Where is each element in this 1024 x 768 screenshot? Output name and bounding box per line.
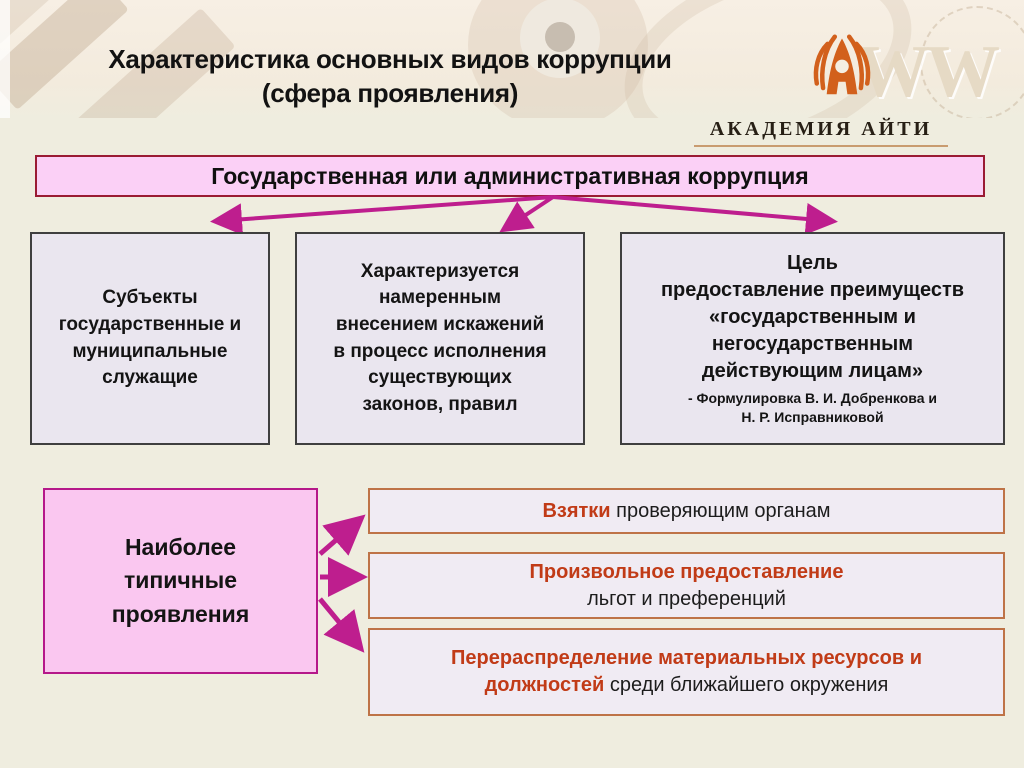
box-goal-attribution: - Формулировка В. И. Добренкова и Н. Р. … bbox=[687, 390, 938, 425]
box-characteristics-text: Характеризуется намеренным внесением иск… bbox=[333, 260, 547, 415]
item-redistribution-text: Перераспределение материальных ресурсов … bbox=[407, 645, 967, 699]
academy-it-logo-icon bbox=[806, 28, 878, 117]
arrow-to-goal bbox=[552, 195, 838, 235]
title-line-2: (сфера проявления) bbox=[261, 78, 519, 109]
banner-government-corruption: Государственная или административная кор… bbox=[35, 155, 985, 197]
item-bribes-highlight: Взятки bbox=[542, 499, 611, 522]
page-title: Характеристика основных видов коррупции … bbox=[30, 42, 750, 111]
box-characteristics: Характеризуется намеренным внесением иск… bbox=[295, 232, 585, 445]
cd-disc-decor bbox=[545, 22, 575, 52]
item-redistribution-highlight: Перераспределение материальных ресурсов … bbox=[451, 647, 922, 696]
brand-underline bbox=[694, 145, 948, 147]
item-arbitrary: Произвольное предоставление льгот и преф… bbox=[368, 552, 1005, 619]
arrow-to-characteristics bbox=[499, 195, 555, 233]
item-bribes-text: Взятки проверяющим органам bbox=[542, 498, 830, 525]
item-redistribution: Перераспределение материальных ресурсов … bbox=[368, 628, 1005, 716]
box-subjects-text: Субъекты государственные и муниципальные… bbox=[58, 287, 242, 389]
title-line-1: Характеристика основных видов коррупции bbox=[108, 44, 672, 74]
ww-watermark: WW bbox=[856, 31, 1000, 113]
header-band bbox=[0, 0, 1024, 118]
item-bribes: Взятки проверяющим органам bbox=[368, 488, 1005, 534]
box-subjects: Субъекты государственные и муниципальные… bbox=[30, 232, 270, 445]
cd-disc-decor bbox=[520, 0, 600, 78]
box-goal: Цель предоставление преимуществ «государ… bbox=[620, 232, 1005, 445]
item-bribes-rest: проверяющим органам bbox=[610, 499, 831, 522]
arrow-to-bribes bbox=[318, 514, 366, 556]
arrow-to-subjects bbox=[210, 195, 554, 236]
item-arbitrary-rest: льгот и преференций bbox=[587, 587, 786, 610]
item-arbitrary-highlight: Произвольное предоставление bbox=[529, 560, 844, 583]
box-goal-text: Цель предоставление преимуществ «государ… bbox=[660, 252, 965, 383]
left-edge-highlight bbox=[0, 0, 10, 118]
arrow-to-redistribution bbox=[318, 597, 365, 653]
manifestations-box: Наиболее типичные проявления bbox=[43, 488, 318, 674]
brand-name: АКАДЕМИЯ АЙТИ bbox=[709, 118, 933, 140]
item-redistribution-rest: среди ближайшего окружения bbox=[604, 674, 889, 696]
banner-label: Государственная или административная кор… bbox=[211, 162, 809, 189]
fingerprint-decor bbox=[920, 6, 1024, 118]
